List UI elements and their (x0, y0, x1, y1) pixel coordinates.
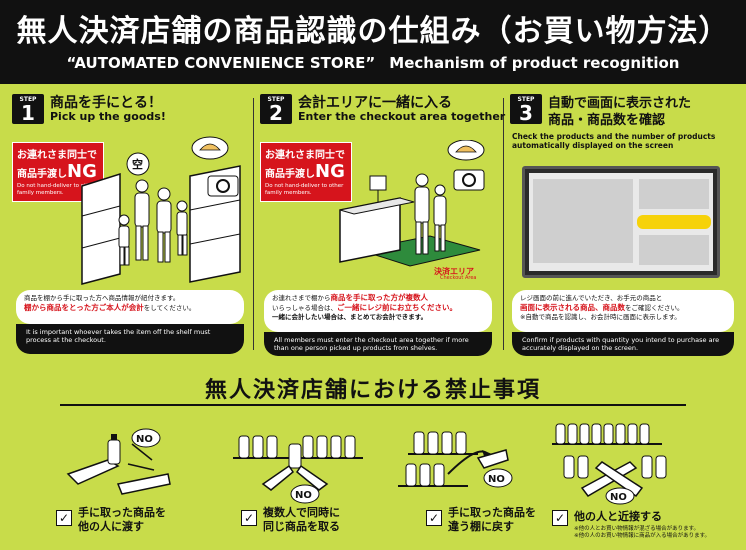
banned-text: 複数人で同時に同じ商品を取る (263, 506, 340, 533)
banned-divider (60, 404, 686, 406)
no-label: NO (295, 490, 312, 501)
step-divider (253, 98, 254, 350)
step-3-panel: STEP 3 自動で画面に表示された 商品・商品数を確認 Check the p… (508, 90, 738, 358)
checkout-area-english: Checkout Area (440, 275, 477, 281)
shopping-illustration: 空 (81, 136, 241, 285)
step-caption-english: It is important whoever takes the item o… (16, 324, 244, 354)
check-icon: ✓ (56, 510, 72, 526)
empty-hand-label: 空 (132, 157, 143, 171)
step-badge: STEP 2 (260, 94, 292, 124)
page-title: 無人決済店舗の商品認識の仕組み（お買い物方法） (16, 14, 730, 49)
confirm-highlight (637, 215, 711, 229)
check-icon: ✓ (426, 510, 442, 526)
step-number: 2 (269, 101, 283, 125)
step-caption: レジ画面の前に進んでいただき、お手元の商品と 画面に表示される商品、商品数をご確… (512, 290, 734, 332)
banned-item-wrong-shelf: NO ✓ 手に取った商品を違う棚に戻す (378, 414, 558, 548)
simultaneous-illustration: NO (233, 435, 363, 504)
banned-item-simultaneous: NO ✓ 複数人で同時に同じ商品を取る (193, 414, 373, 548)
step-title: 商品を手にとる！ (50, 95, 162, 111)
step-caption: 商品を棚から手に取った方へ商品情報が紐付きます。 棚から商品をとった方ご本人が会… (16, 290, 244, 324)
checkout-illustration: 決済エリア (339, 140, 485, 276)
check-icon: ✓ (552, 510, 568, 526)
step-caption-english: Confirm if products with quantity you in… (512, 332, 734, 356)
step-badge: STEP 1 (12, 94, 44, 124)
banned-item-handover: NO ✓ 手に取った商品を他の人に渡す (8, 414, 188, 548)
no-label: NO (488, 474, 505, 485)
banned-item-proximity: NO ✓ 他の人と近接する ※他の人とお買い物情報が混ざる場合があります。※他の… (552, 414, 732, 548)
ng-warning: お連れさま同士で 商品手渡しNG Do not hand-deliver to … (12, 142, 104, 202)
page-subtitle: “AUTOMATED CONVENIENCE STORE” Mechanism o… (0, 54, 746, 72)
step-1-panel: STEP 1 商品を手にとる！ Pick up the goods! お連れさま… (10, 90, 250, 358)
step-caption: お連れさまで棚から商品を手に取った方が複数人 いらっしゃる場合は、ご一緒にレジ前… (264, 290, 492, 332)
page-header: 無人決済店舗の商品認識の仕組み（お買い物方法） “AUTOMATED CONVE… (0, 0, 746, 84)
check-icon: ✓ (241, 510, 257, 526)
register-screen (522, 166, 720, 278)
step-number: 3 (519, 101, 533, 125)
step-caption-english: All members must enter the checkout area… (264, 332, 492, 356)
step-title: 会計エリアに一緒に入る (298, 95, 452, 111)
subtitle-mechanism: Mechanism of product recognition (389, 54, 680, 72)
proximity-illustration: NO (552, 423, 667, 505)
step-subtitle: Enter the checkout area together (298, 110, 506, 123)
banned-text: 手に取った商品を他の人に渡す (78, 506, 166, 533)
checkout-area-label: 決済エリア (434, 266, 474, 276)
banned-note: ※他の人とお買い物情報が混ざる場合があります。※他の人のお買い物情報に商品が入る… (574, 526, 711, 539)
ng-warning: お連れさま同士で 商品手渡しNG Do not hand-deliver to … (260, 142, 352, 202)
step-title-line2: 商品・商品数を確認 (548, 113, 666, 128)
step-title: 自動で画面に表示された (548, 96, 692, 111)
step-number: 1 (21, 101, 35, 125)
step-subtitle: Pick up the goods! (50, 110, 166, 123)
wrong-shelf-illustration: NO (398, 431, 513, 488)
step-2-panel: STEP 2 会計エリアに一緒に入る Enter the checkout ar… (258, 90, 505, 358)
handover-illustration: NO (66, 428, 171, 495)
banned-text: 他の人と近接する (574, 510, 662, 523)
banned-title: 無人決済店舗における禁止事項 (204, 378, 541, 403)
subtitle-quote: “AUTOMATED CONVENIENCE STORE” (66, 54, 376, 72)
step-description: Check the products and the number of pro… (512, 132, 716, 150)
step-divider (503, 98, 504, 350)
banned-text: 手に取った商品を違う棚に戻す (448, 506, 536, 533)
no-label: NO (610, 492, 627, 503)
step-badge: STEP 3 (510, 94, 542, 124)
no-label: NO (136, 434, 153, 445)
